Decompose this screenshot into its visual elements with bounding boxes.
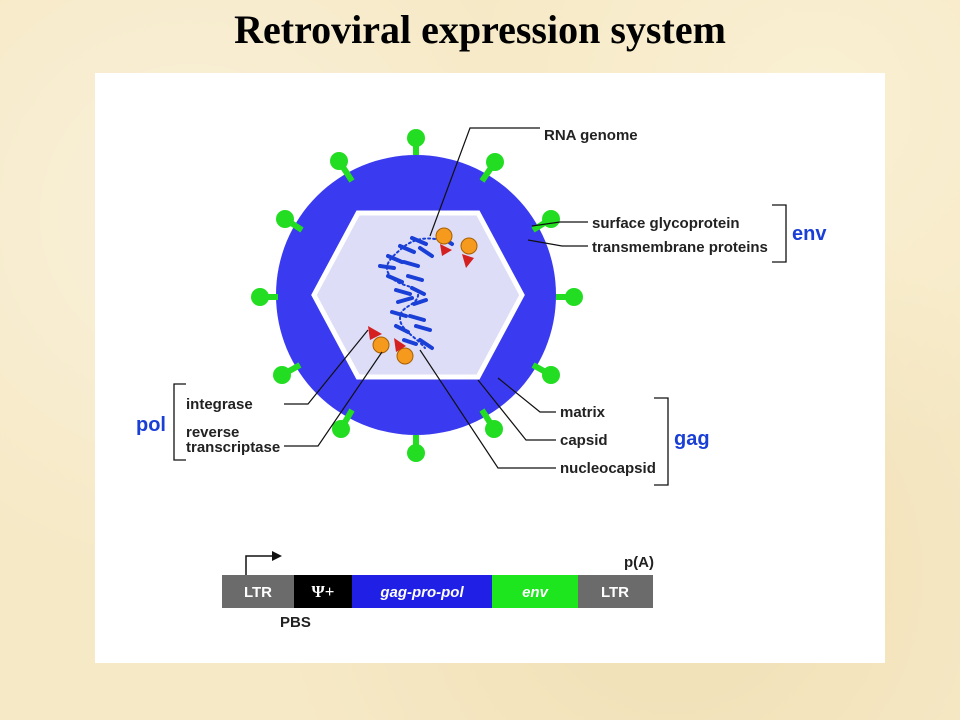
spike	[556, 288, 583, 306]
polya-label: p(A)	[624, 554, 654, 571]
label-transmembrane-proteins: transmembrane proteins	[592, 239, 768, 256]
pol-bracket	[173, 383, 186, 461]
segment-env	[492, 575, 578, 608]
label-nucleocapsid: nucleocapsid	[560, 460, 656, 477]
spike	[479, 408, 503, 438]
genome-map: p(A) LTR Ψ+ gag-pro-pol env LTR PBS	[222, 551, 654, 631]
spike	[276, 210, 304, 233]
spike-group	[251, 129, 583, 462]
label-rna-genome: RNA genome	[544, 127, 638, 144]
label-integrase: integrase	[186, 396, 253, 413]
brackets	[173, 204, 787, 486]
group-env: env	[792, 223, 827, 245]
spike	[273, 362, 302, 384]
leader-lines	[284, 127, 588, 469]
spike	[531, 210, 560, 233]
segment-ltr-5-label: LTR	[244, 584, 272, 601]
label-transcriptase: transcriptase	[186, 439, 280, 456]
spike	[531, 362, 560, 384]
spike	[479, 153, 504, 183]
spike	[251, 288, 278, 306]
pbs-label: PBS	[280, 614, 311, 631]
segment-psi	[294, 575, 352, 608]
segment-gag-pro-pol-label: gag-pro-pol	[379, 584, 464, 601]
group-pol: pol	[136, 414, 166, 436]
pol-proteins-top	[435, 227, 478, 268]
slide-title: Retroviral expression system	[234, 7, 726, 52]
spike	[332, 408, 355, 438]
promoter-arrowhead-icon	[272, 551, 282, 561]
segment-ltr-5	[222, 575, 294, 608]
spike	[330, 152, 355, 183]
label-capsid: capsid	[560, 432, 608, 449]
spike	[407, 129, 425, 155]
segment-ltr-3	[578, 575, 653, 608]
promoter-arrow	[245, 555, 272, 575]
label-matrix: matrix	[560, 404, 606, 421]
segment-env-label: env	[522, 584, 550, 601]
env-bracket	[772, 204, 787, 263]
pol-proteins-bottom	[368, 326, 414, 365]
spike	[407, 435, 425, 462]
label-reverse: reverse	[186, 424, 239, 441]
label-surface-glycoprotein: surface glycoprotein	[592, 215, 740, 232]
gag-bracket	[654, 397, 669, 486]
group-gag: gag	[674, 428, 710, 450]
segment-ltr-3-label: LTR	[601, 584, 629, 601]
segment-gag-pro-pol	[352, 575, 492, 608]
segment-psi-label: Ψ+	[312, 582, 335, 601]
